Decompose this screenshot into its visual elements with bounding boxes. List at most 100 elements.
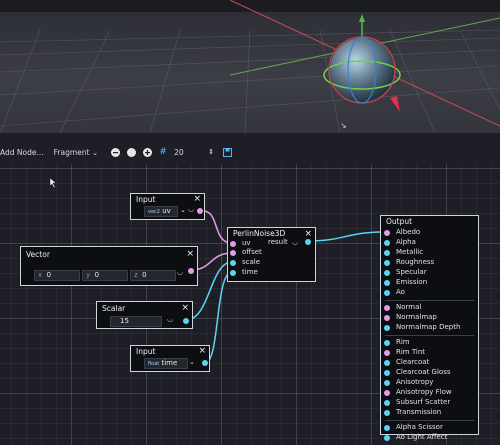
output-input-port[interactable]: [384, 380, 390, 386]
result-output-label: result: [268, 238, 288, 246]
output-input-port[interactable]: [384, 410, 390, 416]
node-title: Output: [386, 217, 413, 226]
save-icon[interactable]: [222, 147, 232, 157]
vector-z-field[interactable]: z 0: [130, 270, 176, 281]
output-input-port[interactable]: [384, 425, 390, 431]
node-title: Scalar: [102, 304, 126, 313]
node-title: Vector: [26, 250, 50, 259]
output-input-port[interactable]: [384, 435, 390, 441]
count-indicator: [126, 147, 136, 157]
output-input-label: Alpha: [396, 238, 416, 246]
input-value: time: [161, 359, 178, 367]
output-input-label: Roughness: [396, 258, 435, 266]
input-uv-node[interactable]: Input × vec2 uv ⌄ ◡: [130, 193, 205, 220]
svg-text:↘: ↘: [340, 121, 347, 130]
output-input-port[interactable]: [384, 260, 390, 266]
chevron-down-icon[interactable]: ⌄: [189, 358, 195, 366]
link-icon[interactable]: ◡: [167, 315, 174, 323]
input-time-node[interactable]: Input × float time ⌄: [130, 345, 210, 372]
time-input-port[interactable]: [230, 270, 236, 276]
section-divider: [385, 300, 474, 301]
grid-snap-icon[interactable]: #: [159, 147, 167, 157]
output-input-label: Alpha Scissor: [396, 423, 443, 431]
z-label: z: [134, 271, 138, 279]
close-icon[interactable]: ×: [186, 249, 194, 259]
close-icon[interactable]: ×: [193, 194, 201, 204]
zoom-in-icon[interactable]: [142, 147, 152, 157]
output-input-port[interactable]: [384, 315, 390, 321]
input-value: uv: [162, 207, 171, 215]
output-input-label: Rim Tint: [396, 348, 426, 356]
output-input-label: Clearcoat Gloss: [396, 368, 451, 376]
output-input-label: Normal: [396, 303, 422, 311]
time-input-label: time: [242, 268, 258, 276]
output-input-label: Albedo: [396, 228, 421, 236]
vector-node[interactable]: Vector × x 0 y 0 z 0 ◡: [20, 246, 198, 286]
output-input-port[interactable]: [384, 360, 390, 366]
output-input-port[interactable]: [384, 390, 390, 396]
node-title: Input: [136, 195, 156, 204]
scalar-node[interactable]: Scalar × 15 ◡: [96, 301, 193, 329]
shader-mode-select[interactable]: Fragment ⌄: [54, 148, 99, 157]
section-divider: [385, 335, 474, 336]
output-input-port[interactable]: [384, 305, 390, 311]
link-icon[interactable]: ◡: [188, 205, 195, 213]
vector-x-field[interactable]: x 0: [34, 270, 80, 281]
output-input-label: Transmission: [396, 408, 442, 416]
y-value: 0: [94, 271, 100, 279]
add-node-button[interactable]: Add Node...: [0, 147, 44, 157]
uv-input-port[interactable]: [230, 241, 236, 247]
output-input-label: Normalmap Depth: [396, 323, 461, 331]
output-input-port[interactable]: [384, 280, 390, 286]
node-title: Input: [136, 347, 156, 356]
input-select[interactable]: float time: [144, 358, 188, 369]
grid-size-input[interactable]: 20: [174, 147, 184, 157]
output-input-label: Rim: [396, 338, 410, 346]
output-input-port[interactable]: [384, 350, 390, 356]
type-badge: vec2: [148, 209, 160, 215]
output-input-port[interactable]: [384, 230, 390, 236]
viewport-scene: ↘: [0, 0, 500, 133]
output-input-label: Clearcoat: [396, 358, 430, 366]
output-port[interactable]: [197, 208, 203, 214]
stepper-icon[interactable]: ⇕: [208, 148, 215, 156]
link-icon[interactable]: ◡: [177, 268, 184, 276]
scalar-value-field[interactable]: 15: [110, 316, 162, 327]
output-port[interactable]: [202, 360, 208, 366]
scale-input-label: scale: [242, 258, 261, 266]
output-port[interactable]: [183, 318, 189, 324]
chevron-down-icon: ⌄: [91, 147, 99, 157]
offset-input-port[interactable]: [230, 250, 236, 256]
uv-input-label: uv: [242, 239, 251, 247]
input-select[interactable]: vec2 uv: [144, 206, 178, 217]
output-input-port[interactable]: [384, 240, 390, 246]
output-input-label: Subsurf Scatter: [396, 398, 451, 406]
perlin-noise-3d-node[interactable]: PerlinNoise3D × uv offset scale time res…: [227, 227, 316, 282]
output-input-port[interactable]: [384, 340, 390, 346]
output-port[interactable]: [188, 268, 194, 274]
3d-viewport[interactable]: ↘: [0, 0, 500, 133]
vector-y-field[interactable]: y 0: [82, 270, 128, 281]
output-input-label: Anisotropy Flow: [396, 388, 452, 396]
output-input-port[interactable]: [384, 325, 390, 331]
output-input-port[interactable]: [384, 270, 390, 276]
output-input-port[interactable]: [384, 400, 390, 406]
offset-input-label: offset: [242, 248, 262, 256]
output-input-port[interactable]: [384, 290, 390, 296]
x-value: 0: [46, 271, 52, 279]
result-output-port[interactable]: [305, 239, 311, 245]
output-input-label: Metallic: [396, 248, 424, 256]
output-input-port[interactable]: [384, 250, 390, 256]
scale-input-port[interactable]: [230, 260, 236, 266]
output-input-port[interactable]: [384, 370, 390, 376]
close-icon[interactable]: ×: [304, 229, 312, 239]
link-icon[interactable]: ◡: [292, 238, 299, 246]
chevron-down-icon[interactable]: ⌄: [180, 206, 186, 214]
close-icon[interactable]: ×: [198, 346, 206, 356]
graph-toolbar: Add Node... Fragment ⌄ # 20 ⇕: [0, 140, 500, 164]
x-label: x: [38, 271, 43, 279]
close-icon[interactable]: ×: [181, 303, 189, 313]
zoom-out-icon[interactable]: [110, 147, 120, 157]
shader-mode-label: Fragment: [53, 147, 90, 157]
